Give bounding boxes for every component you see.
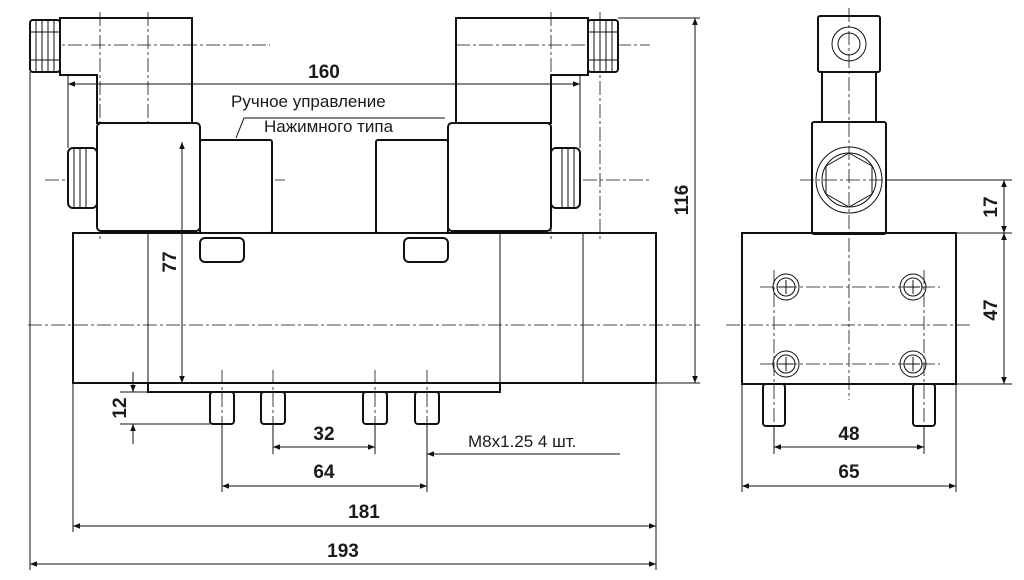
left-solenoid [29,17,201,232]
bottom-ports [209,391,440,425]
dimension-65: 65 [838,462,860,483]
dimension-160: 160 [308,62,340,83]
right-solenoid [447,17,619,232]
dimension-193: 193 [327,541,359,562]
dimension-32: 32 [313,424,334,445]
dimension-48: 48 [838,424,859,445]
dimension-77: 77 [160,251,181,272]
mounting-screws [772,273,927,378]
dimension-12: 12 [110,397,131,418]
dimension-47: 47 [981,299,1002,320]
dimension-181: 181 [348,502,380,523]
dimension-64: 64 [313,462,335,483]
push-type-note: Нажимного типа [264,117,394,136]
front-view: Ручное управление Нажимного типа 160 116… [28,12,700,570]
valve-body [72,232,657,384]
side-view: 17 47 48 65 [726,8,1012,492]
thread-note: M8x1.25 4 шт. [468,432,576,451]
dimension-17: 17 [981,196,1002,217]
manual-override-buttons [199,139,449,263]
dimension-116: 116 [672,185,693,216]
manual-control-note: Ручное управление [231,92,386,111]
